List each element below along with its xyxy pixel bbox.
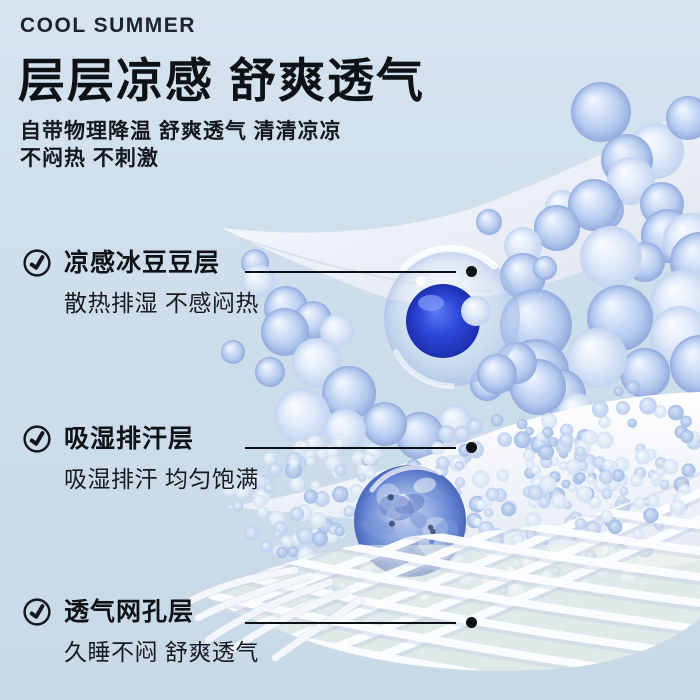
check-circle-icon [23, 249, 51, 277]
leader-line-3 [245, 622, 456, 624]
bead-mass [223, 380, 700, 601]
leader-dot-3 [466, 617, 477, 628]
feature-cooling-bead-layer: 凉感冰豆豆层 散热排湿 不感闷热 [22, 248, 259, 317]
feature-title: 吸湿排汗层 [64, 425, 195, 453]
leader-dot-2 [466, 442, 477, 453]
leader-line-2 [245, 447, 456, 449]
feature-desc: 久睡不闷 舒爽透气 [64, 639, 259, 665]
feature-text: 吸湿排汗层 吸湿排汗 均匀饱满 [64, 424, 259, 493]
leader-dot-1 [466, 266, 477, 277]
feature-desc: 吸湿排汗 均匀饱满 [64, 466, 259, 492]
subtitle-line-2: 不闷热 不刺激 [20, 147, 159, 170]
subtitle-line-1: 自带物理降温 舒爽透气 清清凉凉 [20, 120, 342, 143]
feature-title: 凉感冰豆豆层 [64, 249, 221, 277]
page-title: 层层凉感 舒爽透气 [18, 54, 426, 107]
eyebrow-text: COOL SUMMER [20, 14, 196, 37]
glass-sphere [384, 245, 520, 394]
loose-fiber-strands [187, 565, 365, 663]
check-circle-icon [23, 425, 51, 453]
check-circle-icon [23, 598, 51, 626]
feature-title: 透气网孔层 [64, 598, 195, 626]
leader-line-1 [245, 271, 456, 273]
feature-moisture-wicking-layer: 吸湿排汗层 吸湿排汗 均匀饱满 [22, 424, 259, 493]
feature-breathable-mesh-layer: 透气网孔层 久睡不闷 舒爽透气 [22, 597, 259, 666]
feature-text: 凉感冰豆豆层 散热排湿 不感闷热 [64, 248, 259, 317]
feature-desc: 散热排湿 不感闷热 [64, 290, 259, 316]
feature-text: 透气网孔层 久睡不闷 舒爽透气 [64, 597, 259, 666]
